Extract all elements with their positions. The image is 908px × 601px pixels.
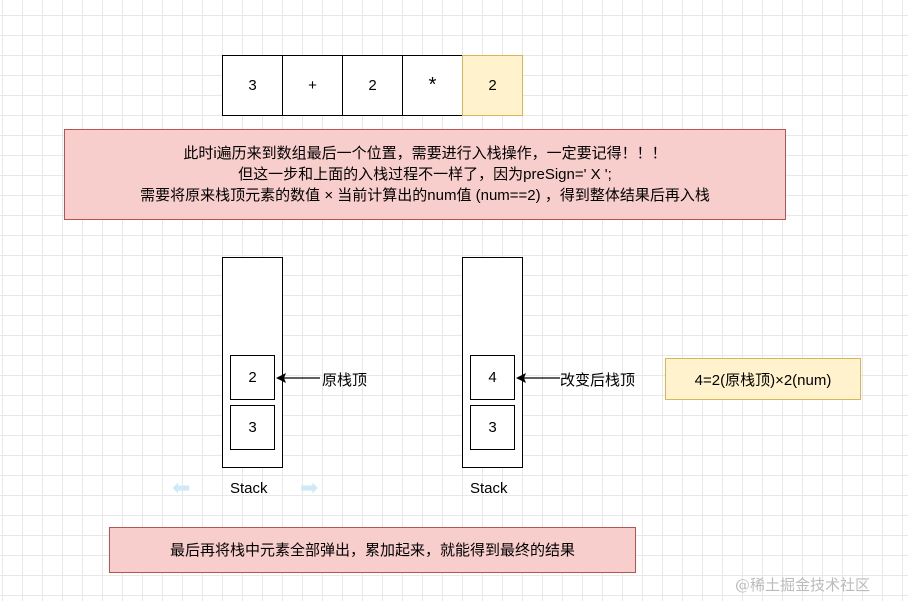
stack-right-item: 3	[470, 405, 515, 450]
note-line: 但这一步和上面的入栈过程不一样了，因为preSign=' X ';	[238, 166, 612, 183]
pointer-label: 改变后栈顶	[560, 372, 636, 389]
formula-box: 4=2(原栈顶)×2(num)	[665, 358, 861, 400]
arrow-left-icon	[276, 373, 320, 383]
stack-caption: Stack	[230, 480, 268, 497]
array-cell-current: 2	[462, 55, 523, 116]
ghost-arrow-right-icon: ➡	[300, 475, 319, 500]
note-line: 需要将原来栈顶元素的数值 × 当前计算出的num值 (num==2) ，得到整体…	[140, 187, 710, 204]
top-note: 此时i遍历来到数组最后一个位置，需要进行入栈操作，一定要记得！！！ 但这一步和上…	[64, 129, 786, 220]
ghost-arrow-left-icon: ⬅	[172, 475, 191, 500]
stack-left-item: 3	[230, 405, 275, 450]
array-cell: +	[282, 55, 343, 116]
array-cell: 3	[222, 55, 283, 116]
array-cell: 2	[342, 55, 403, 116]
pointer-label: 原栈顶	[322, 372, 368, 389]
stack-left-top: 2	[230, 355, 275, 400]
stack-right-top: 4	[470, 355, 515, 400]
watermark: @稀土掘金技术社区	[735, 576, 871, 594]
arrow-left-icon	[516, 373, 560, 383]
note-line: 此时i遍历来到数组最后一个位置，需要进行入栈操作，一定要记得！！！	[183, 145, 667, 162]
bottom-note: 最后再将栈中元素全部弹出，累加起来，就能得到最终的结果	[109, 527, 636, 573]
stack-caption: Stack	[470, 480, 508, 497]
array-cell: *	[402, 55, 463, 116]
